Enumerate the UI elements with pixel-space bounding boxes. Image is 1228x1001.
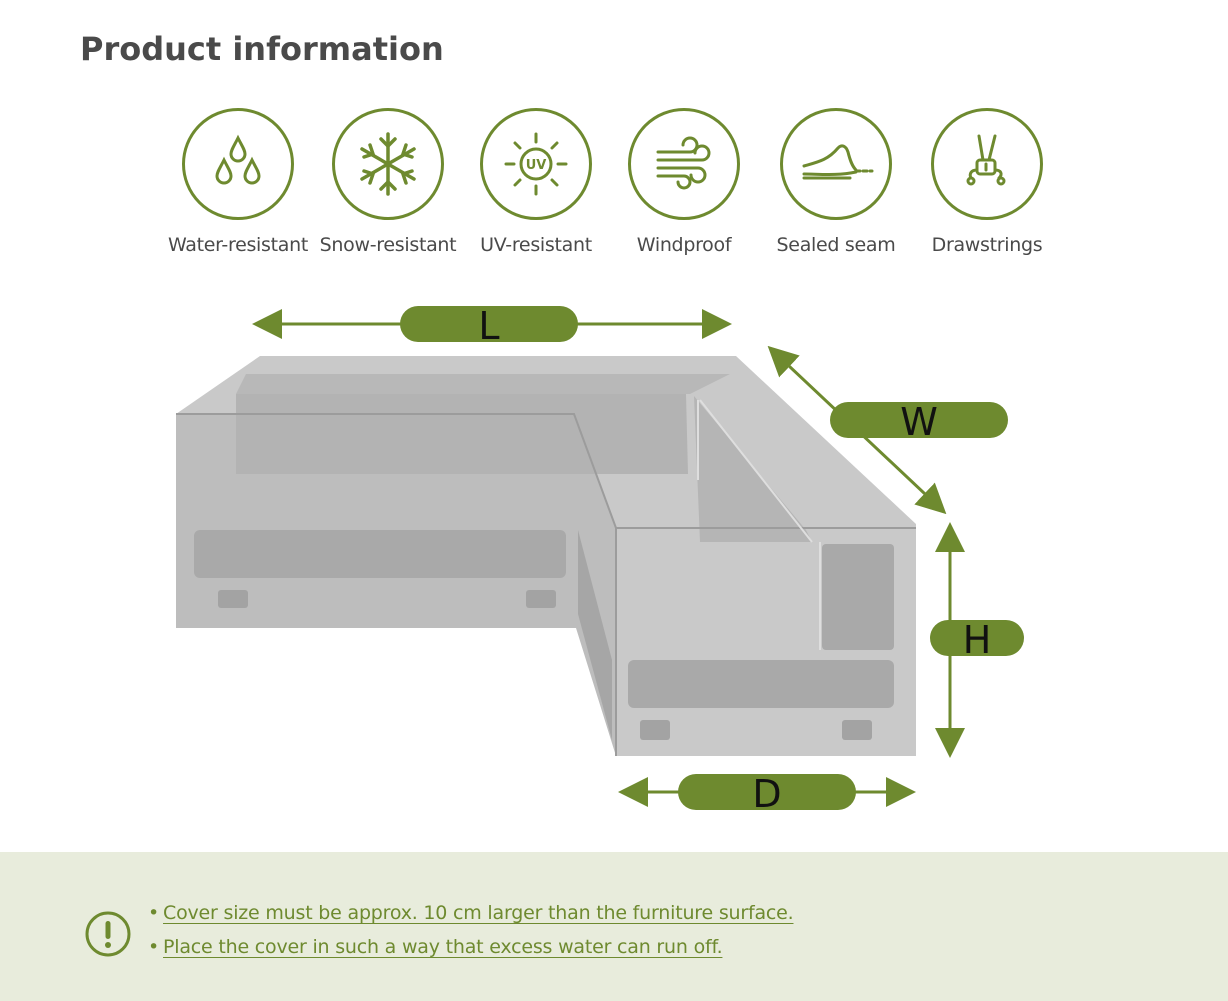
snowflake-icon bbox=[332, 108, 444, 220]
feature-label: Snow-resistant bbox=[319, 234, 457, 256]
note-text: Place the cover in such a way that exces… bbox=[163, 936, 723, 958]
feature-windproof: Windproof bbox=[604, 108, 764, 256]
width-pill bbox=[830, 402, 1008, 438]
drawstring-icon bbox=[931, 108, 1043, 220]
height-pill bbox=[930, 620, 1024, 656]
note-bullet: • bbox=[148, 902, 160, 924]
feature-drawstrings: Drawstrings bbox=[907, 108, 1067, 256]
depth-pill bbox=[678, 774, 856, 810]
feature-sealed-seam: Sealed seam bbox=[756, 108, 916, 256]
feature-icons-row: Water-resistant Snow-resistant bbox=[0, 0, 1228, 280]
feature-water-resistant: Water-resistant bbox=[158, 108, 318, 256]
corner-sofa-cover-illustration bbox=[176, 306, 1024, 810]
wind-icon bbox=[628, 108, 740, 220]
width-label: W bbox=[900, 400, 938, 444]
feature-label: UV-resistant bbox=[480, 234, 592, 256]
note-item: •Cover size must be approx. 10 cm larger… bbox=[148, 902, 794, 924]
note-bullet: • bbox=[148, 936, 160, 958]
length-label: L bbox=[478, 304, 500, 348]
sealed-seam-icon bbox=[780, 108, 892, 220]
note-text: Cover size must be approx. 10 cm larger … bbox=[163, 902, 794, 924]
dimension-diagram: L W H D bbox=[0, 280, 1228, 840]
feature-uv-resistant: UV UV-resistant bbox=[456, 108, 616, 256]
feature-label: Water-resistant bbox=[167, 234, 309, 256]
uv-sun-icon: UV bbox=[480, 108, 592, 220]
feature-snow-resistant: Snow-resistant bbox=[308, 108, 468, 256]
length-pill bbox=[400, 306, 578, 342]
feature-label: Sealed seam bbox=[776, 234, 896, 256]
feature-label: Drawstrings bbox=[931, 234, 1043, 256]
note-item: •Place the cover in such a way that exce… bbox=[148, 936, 723, 958]
sofa-shape bbox=[176, 356, 916, 756]
depth-label: D bbox=[752, 772, 782, 816]
notice-panel: •Cover size must be approx. 10 cm larger… bbox=[0, 852, 1228, 1001]
exclamation-circle-icon bbox=[85, 911, 131, 957]
feature-label: Windproof bbox=[636, 234, 732, 256]
height-label: H bbox=[962, 618, 992, 662]
water-drops-icon bbox=[182, 108, 294, 220]
page-title: Product information bbox=[80, 30, 444, 68]
uv-icon-text: UV bbox=[526, 158, 547, 173]
